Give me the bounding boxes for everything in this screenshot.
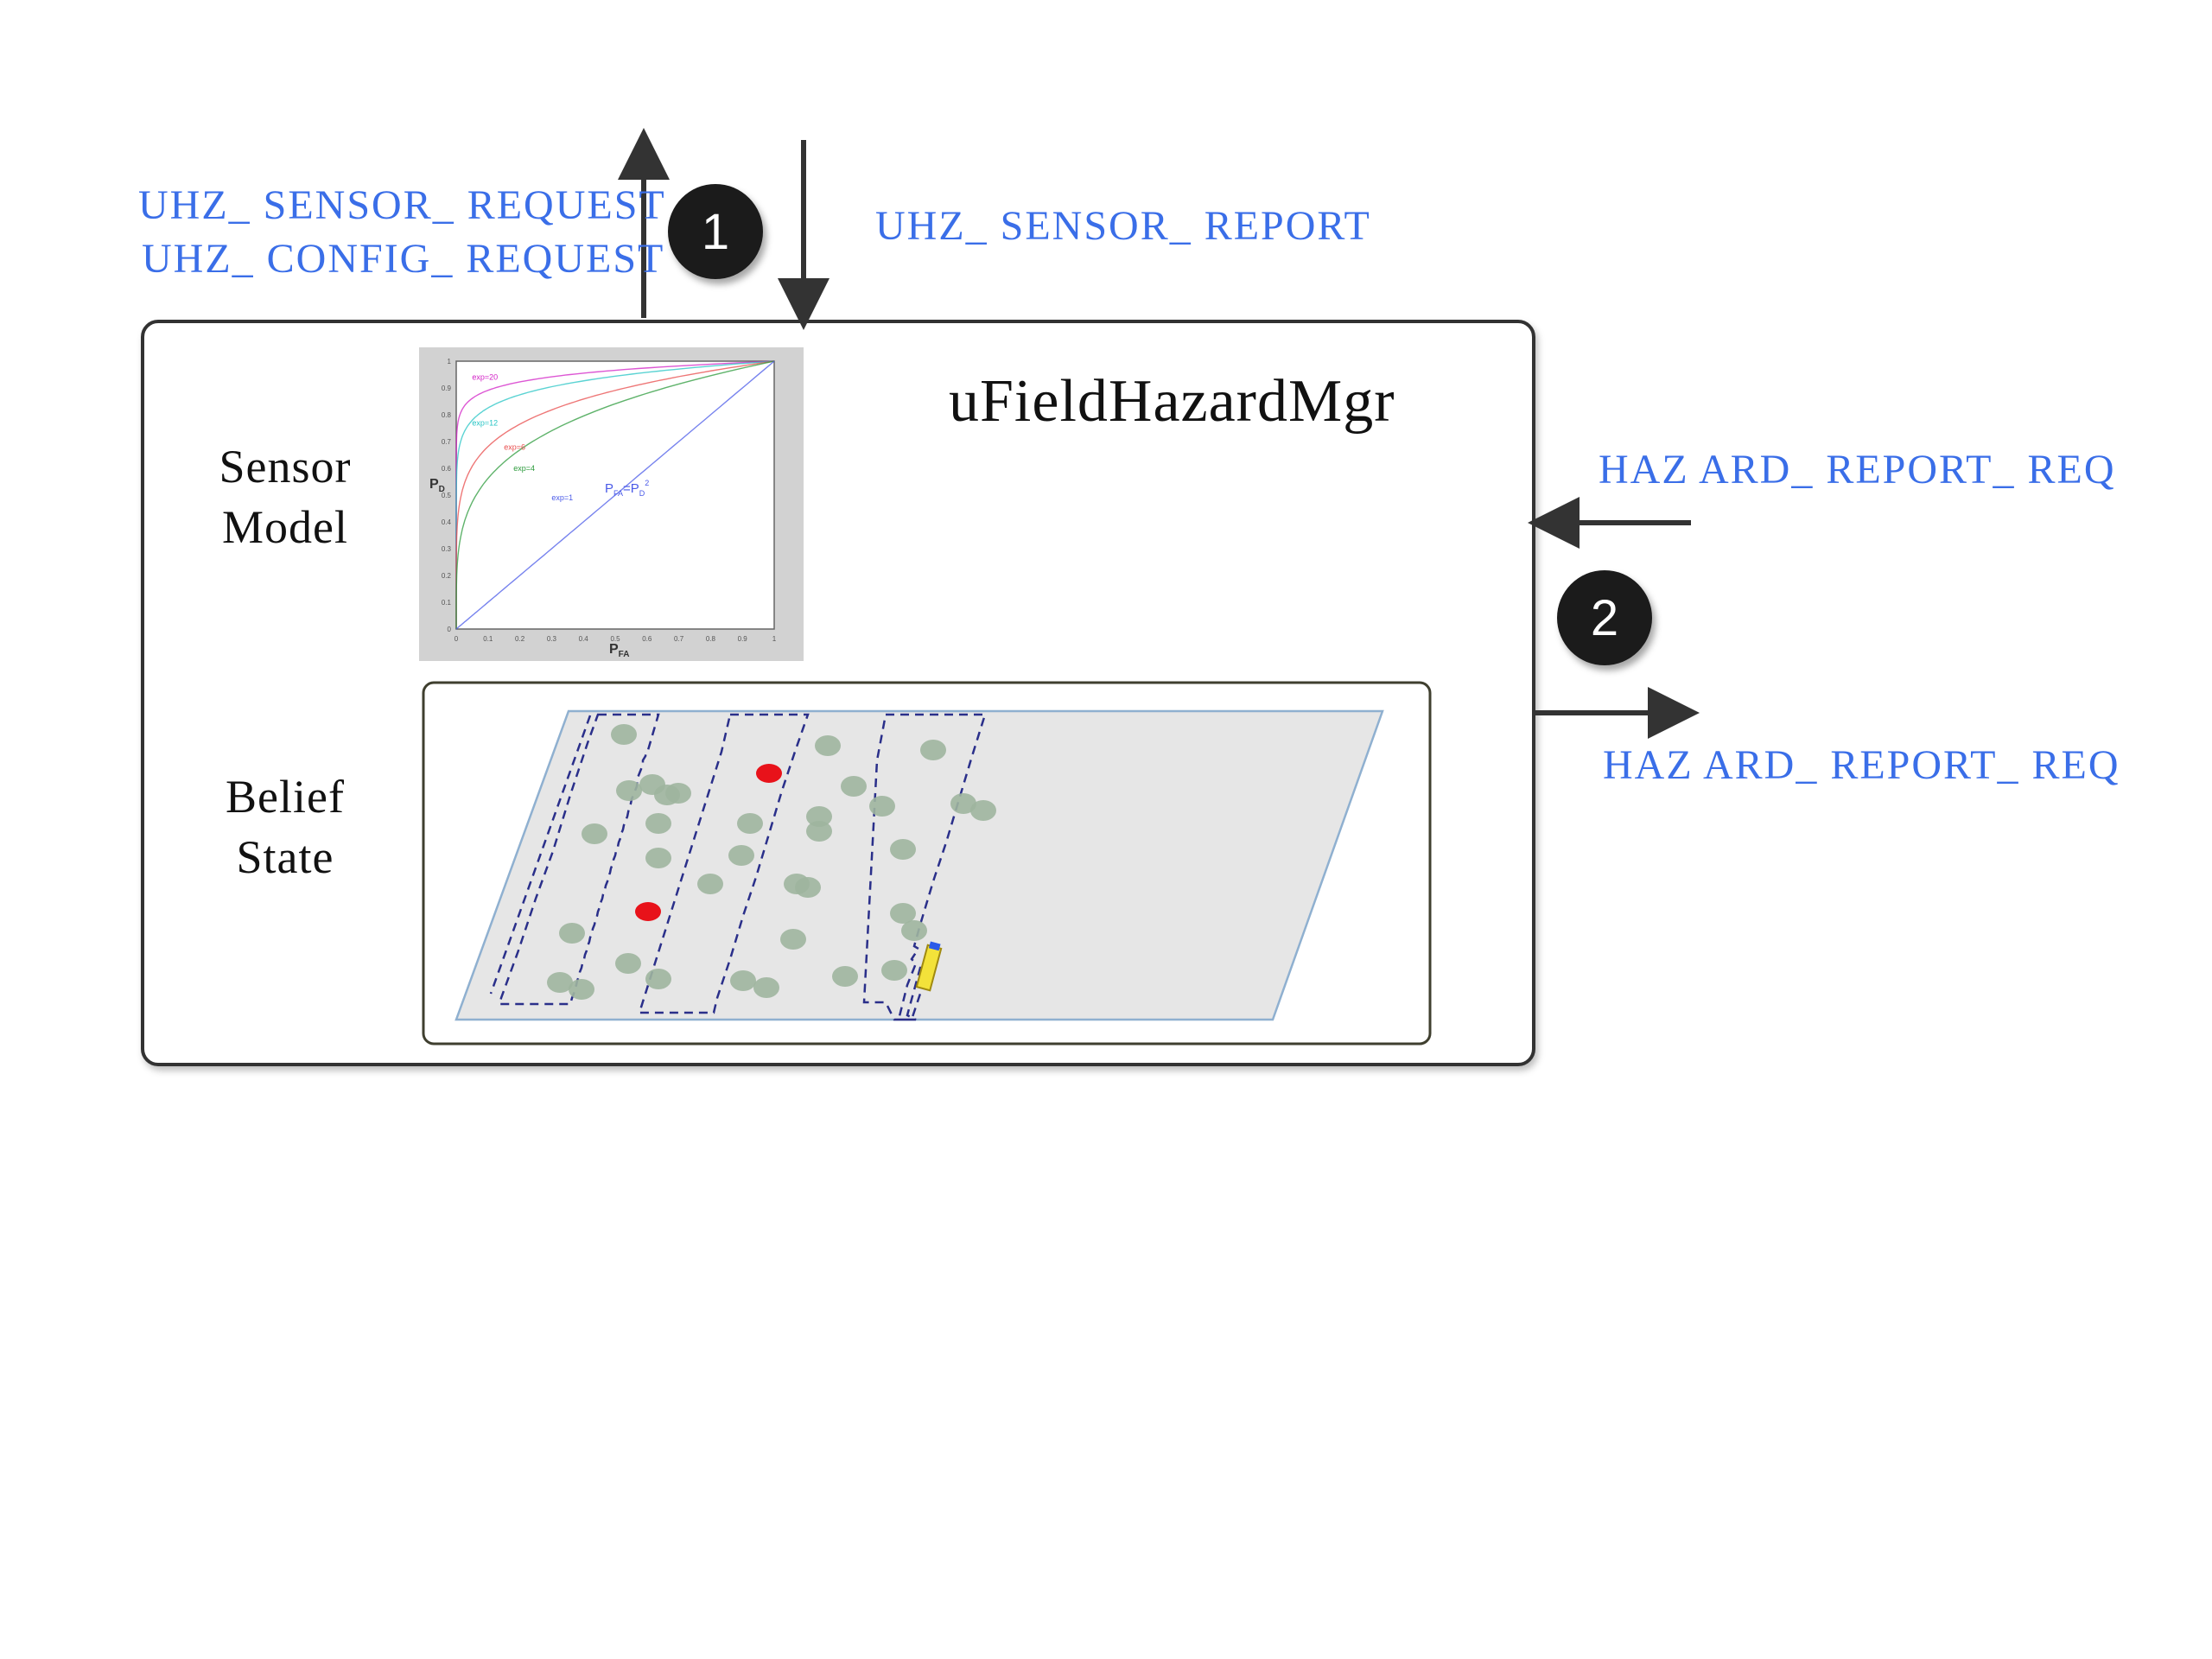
chart-y-tick: 0.9 bbox=[442, 385, 452, 392]
sensor-model-label: Sensor Model bbox=[190, 436, 380, 557]
belief-object bbox=[737, 813, 763, 834]
chart-series-label: exp=6 bbox=[504, 442, 525, 451]
sensor-model-label-line2: Model bbox=[190, 497, 380, 557]
belief-object bbox=[815, 735, 841, 756]
belief-object bbox=[582, 823, 607, 844]
belief-object bbox=[569, 979, 594, 1000]
belief-object bbox=[645, 848, 671, 868]
belief-object bbox=[970, 800, 996, 821]
chart-y-tick: 0.4 bbox=[442, 518, 452, 526]
belief-object bbox=[728, 845, 754, 866]
chart-y-tick: 0.8 bbox=[442, 411, 452, 419]
chart-y-tick: 0.3 bbox=[442, 545, 452, 553]
belief-object bbox=[615, 953, 641, 974]
chart-x-tick: 1 bbox=[772, 635, 777, 643]
belief-object bbox=[753, 977, 779, 998]
hazard-request-out-label: HAZ ARD_ REPORT_ REQ bbox=[1603, 745, 2120, 786]
belief-object bbox=[832, 966, 858, 987]
chart-x-tick: 0 bbox=[454, 635, 459, 643]
chart-x-tick: 0.9 bbox=[738, 635, 748, 643]
belief-object bbox=[559, 923, 585, 944]
hazard-marker bbox=[756, 764, 782, 783]
belief-object bbox=[654, 785, 680, 805]
chart-x-tick: 0.7 bbox=[674, 635, 684, 643]
belief-object bbox=[730, 970, 756, 991]
belief-object bbox=[795, 877, 821, 898]
chart-series-label: exp=20 bbox=[472, 373, 498, 382]
chart-y-tick: 0.2 bbox=[442, 572, 452, 580]
step-2-badge: 2 bbox=[1557, 570, 1652, 665]
chart-series-label: exp=4 bbox=[513, 464, 535, 473]
chart-series-label: exp=1 bbox=[551, 493, 573, 502]
chart-x-tick: 0.4 bbox=[579, 635, 589, 643]
chart-x-tick: 0.6 bbox=[642, 635, 652, 643]
chart-x-tick: 0.8 bbox=[706, 635, 716, 643]
belief-object bbox=[697, 874, 723, 894]
chart-series-label: exp=12 bbox=[472, 418, 498, 427]
chart-y-tick: 0.1 bbox=[442, 599, 452, 607]
chart-y-tick: 0.7 bbox=[442, 438, 452, 446]
belief-object bbox=[920, 740, 946, 760]
hazard-marker bbox=[635, 902, 661, 921]
sensor-request-label: UHZ_ SENSOR_ REQUEST bbox=[138, 185, 666, 226]
belief-state-label-line1: Belief bbox=[190, 766, 380, 827]
belief-object bbox=[890, 839, 916, 860]
module-title: uFieldHazardMgr bbox=[949, 367, 1395, 436]
chart-x-tick: 0.1 bbox=[483, 635, 493, 643]
belief-object bbox=[616, 780, 642, 801]
config-request-label: UHZ_ CONFIG_ REQUEST bbox=[142, 238, 664, 280]
step-1-badge: 1 bbox=[668, 184, 763, 279]
belief-object bbox=[841, 776, 867, 797]
chart-y-tick: 1 bbox=[448, 358, 452, 365]
sensor-model-label-line1: Sensor bbox=[190, 436, 380, 497]
belief-object bbox=[780, 929, 806, 950]
belief-object bbox=[881, 960, 907, 981]
chart-y-tick: 0.6 bbox=[442, 465, 452, 473]
belief-object bbox=[869, 796, 895, 817]
chart-x-tick: 0.2 bbox=[515, 635, 525, 643]
sensor-report-label: UHZ_ SENSOR_ REPORT bbox=[875, 206, 1371, 247]
hazard-request-in-label: HAZ ARD_ REPORT_ REQ bbox=[1599, 449, 2116, 491]
belief-object bbox=[806, 821, 832, 842]
chart-y-tick: 0 bbox=[448, 626, 452, 633]
chart-x-tick: 0.3 bbox=[547, 635, 557, 643]
belief-object bbox=[901, 920, 927, 941]
belief-object bbox=[645, 969, 671, 989]
belief-state-label-line2: State bbox=[190, 827, 380, 887]
belief-object bbox=[645, 813, 671, 834]
belief-object bbox=[611, 724, 637, 745]
belief-state-label: Belief State bbox=[190, 766, 380, 887]
